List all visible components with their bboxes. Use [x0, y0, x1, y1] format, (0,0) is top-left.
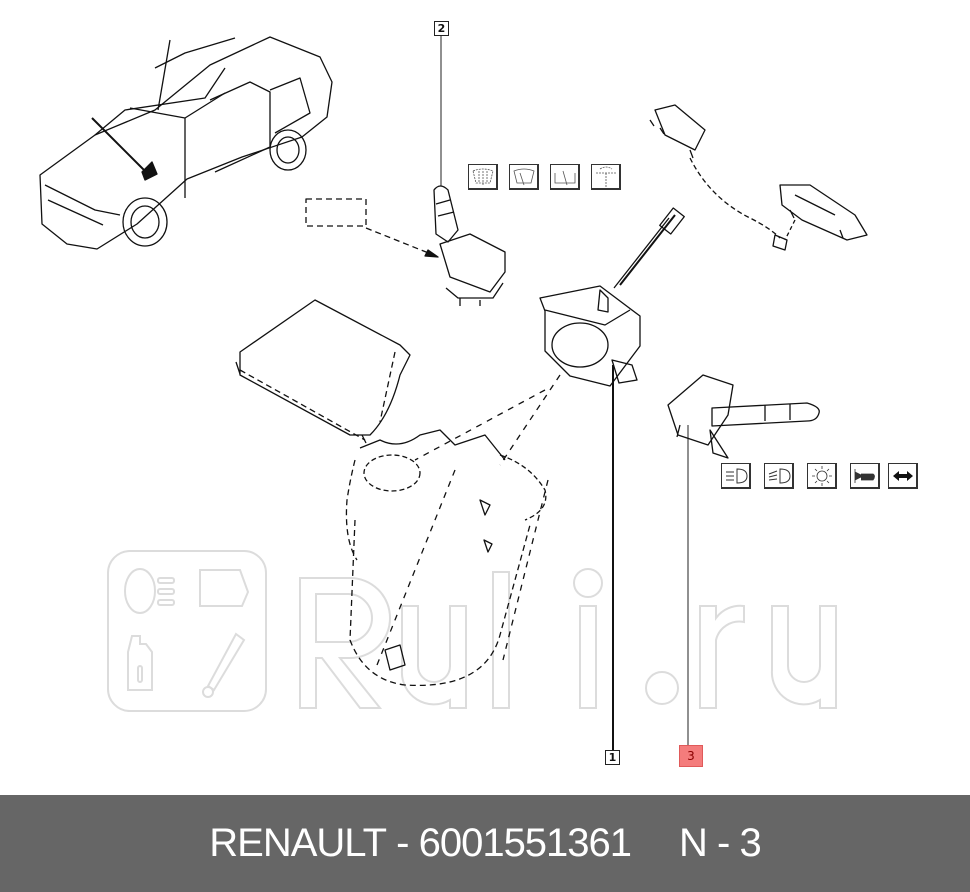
wiper-washer-icon: [591, 164, 621, 190]
line-art: [39, 36, 868, 750]
callout-2[interactable]: 2: [434, 21, 449, 36]
part-number: 6001551361: [418, 821, 632, 865]
wiper-switch-stalk: [433, 185, 506, 306]
vehicle-overview: [39, 36, 333, 250]
turn-signal-icon: [888, 463, 918, 489]
brand-label: RENAULT: [209, 821, 387, 865]
watermark: [107, 550, 837, 712]
light-flash-icon: [807, 463, 837, 489]
parts-diagram: 2 1 3: [39, 21, 918, 767]
callout-1[interactable]: 1: [605, 750, 620, 765]
wiper-rear-icon: [550, 164, 580, 190]
separator: -: [396, 821, 409, 865]
horn-icon: [850, 463, 880, 489]
low-beam-icon: [721, 463, 751, 489]
airbag-harness: [649, 104, 868, 251]
callout-3[interactable]: 3: [679, 745, 703, 767]
high-beam-icon: [764, 463, 794, 489]
rotary-connector: [539, 207, 685, 387]
upper-shroud: [235, 299, 411, 444]
wiper-intermittent-icon: [468, 164, 498, 190]
position-label: N - 3: [679, 821, 762, 865]
wiper-front-icon: [509, 164, 539, 190]
footer-bar: RENAULT - 6001551361 N - 3: [0, 795, 970, 892]
light-switch-stalk: [667, 374, 820, 459]
lower-shroud: [345, 429, 549, 687]
